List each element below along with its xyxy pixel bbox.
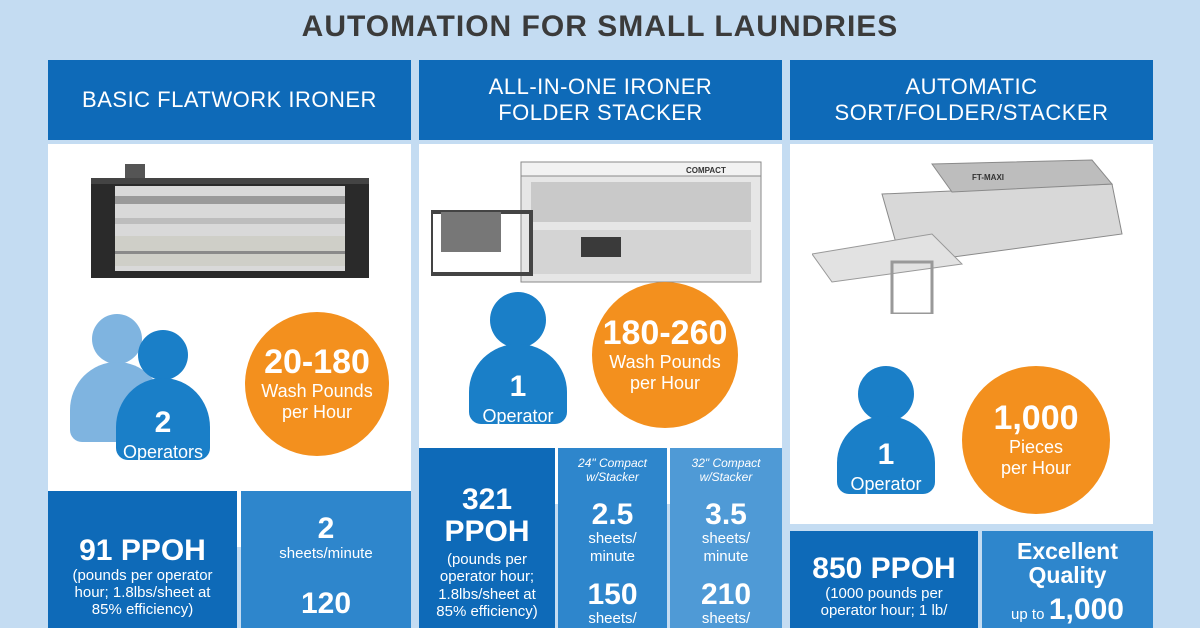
compact-24-value: 2.5 [591, 497, 634, 531]
upto-label: up to [1011, 606, 1045, 624]
rate-value: 20-180 [264, 343, 370, 382]
compact-24-box: 24" Compact w/Stacker 2.5 sheets/ minute… [558, 448, 667, 628]
header-line-2: SORT/FOLDER/STACKER [834, 100, 1109, 125]
compact-32-head-2: w/Stacker [699, 470, 753, 485]
rate-line1: Wash Pounds [609, 352, 721, 373]
rate-circle: 20-180 Wash Pounds per Hour [245, 312, 389, 456]
compact-ironer-image: COMPACT [430, 161, 761, 283]
compact-32-label-1: sheets/ [701, 530, 751, 548]
quality-box: Excellent Quality up to 1,000 [982, 531, 1153, 628]
ppoh-note-4: 85% efficiency) [436, 602, 538, 620]
ppoh-number: 321 [461, 483, 513, 516]
machine-brand-label: COMPACT [686, 166, 726, 175]
operators-icon: 2 Operators [108, 330, 218, 462]
machine-panel: 2 Operators 20-180 Wash Pounds per Hour [48, 144, 411, 547]
rate-value: 1,000 [993, 399, 1079, 438]
ppoh-box: 850 PPOH (1000 pounds per operator hour;… [790, 531, 978, 628]
compact-24-label-1: sheets/ [588, 530, 637, 548]
rate-line2: per Hour [281, 401, 353, 422]
rate-line2: per Hour [1000, 457, 1072, 478]
ppoh-box: 91 PPOH (pounds per operator hour; 1.8lb… [48, 491, 237, 628]
column-header: ALL-IN-ONE IRONER FOLDER STACKER [419, 60, 782, 140]
compact-32-label-2: minute [703, 547, 749, 565]
compact-24-label-2: minute [589, 547, 636, 565]
compact-24-head-2: w/Stacker [586, 470, 639, 485]
compact-24-next-label: sheets/ [588, 610, 637, 628]
compact-32-next-label: sheets/ [701, 610, 751, 628]
ppoh-unit: PPOH [444, 514, 530, 548]
column-header: BASIC FLATWORK IRONER [48, 60, 411, 140]
operator-count: 1 [877, 438, 895, 471]
sheets-box: 2 sheets/minute 120 [241, 491, 411, 628]
compact-24-next: 150 [587, 577, 638, 611]
header-line-2: FOLDER STACKER [498, 100, 703, 125]
ppoh-note-2: operator hour; [439, 568, 535, 586]
next-value: 120 [300, 586, 352, 620]
ppoh-value: 850 PPOH [812, 552, 956, 585]
ft-maxi-folder-image: FT-MAXI [811, 159, 1123, 314]
compact-32-value: 3.5 [705, 497, 747, 531]
quality-line-1: Excellent [1017, 538, 1118, 564]
operator-count: 2 [154, 406, 172, 439]
rate-value: 180-260 [602, 314, 728, 353]
header-line-1: AUTOMATIC [905, 73, 1038, 99]
ppoh-box: 321 PPOH (pounds per operator hour; 1.8l… [419, 448, 555, 628]
ppoh-note-1: (pounds per [446, 551, 528, 568]
ppoh-note-3: 1.8lbs/sheet at [438, 585, 536, 603]
page-title: AUTOMATION FOR SMALL LAUNDRIES [301, 10, 899, 43]
quality-line-2: Quality [1028, 562, 1107, 589]
compact-32-box: 32" Compact w/Stacker 3.5 sheets/ minute… [670, 448, 782, 628]
compact-32-next: 210 [700, 577, 752, 611]
rate-line1: Pieces [1008, 437, 1064, 458]
machine-panel: FT-MAXI 1 Operator 1,000 Pieces per Hour [790, 144, 1153, 524]
header-line: BASIC FLATWORK IRONER [82, 86, 377, 112]
machine-model-label: FT-MAXI [972, 173, 1004, 182]
upto-value: 1,000 [1048, 593, 1124, 627]
sheets-label: sheets/minute [279, 544, 373, 562]
compact-32-head-1: 32" Compact [691, 456, 761, 470]
flatwork-ironer-image [90, 164, 369, 278]
header-line-1: ALL-IN-ONE IRONER [488, 73, 713, 99]
ppoh-note-2: hour; 1.8lbs/sheet at [74, 583, 211, 601]
rate-line1: Wash Pounds [261, 381, 373, 402]
operator-label: Operators [122, 442, 204, 462]
rate-circle: 180-260 Wash Pounds per Hour [592, 282, 738, 428]
operator-icon: 1 Operator [463, 292, 573, 426]
compact-24-head-1: 24" Compact [578, 456, 647, 470]
machine-panel: COMPACT 1 Operator 180-260 Wash Pounds p… [419, 144, 782, 504]
operator-icon: 1 Operator [833, 366, 939, 494]
ppoh-value: 91 PPOH [79, 534, 206, 567]
rate-circle: 1,000 Pieces per Hour [962, 366, 1110, 514]
ppoh-note-2: operator hour; 1 lb/ [820, 601, 948, 619]
ppoh-note-3: 85% efficiency) [91, 601, 194, 618]
column-header: AUTOMATIC SORT/FOLDER/STACKER [790, 60, 1153, 140]
operator-count: 1 [509, 370, 527, 403]
ppoh-note-1: (pounds per operator [72, 566, 213, 584]
rate-line2: per Hour [629, 372, 701, 393]
operator-label: Operator [482, 406, 554, 426]
upto-row: up to 1,000 [982, 593, 1153, 627]
ppoh-note-1: (1000 pounds per [825, 584, 943, 602]
operator-label: Operator [850, 474, 922, 494]
sheets-value: 2 [317, 512, 335, 545]
